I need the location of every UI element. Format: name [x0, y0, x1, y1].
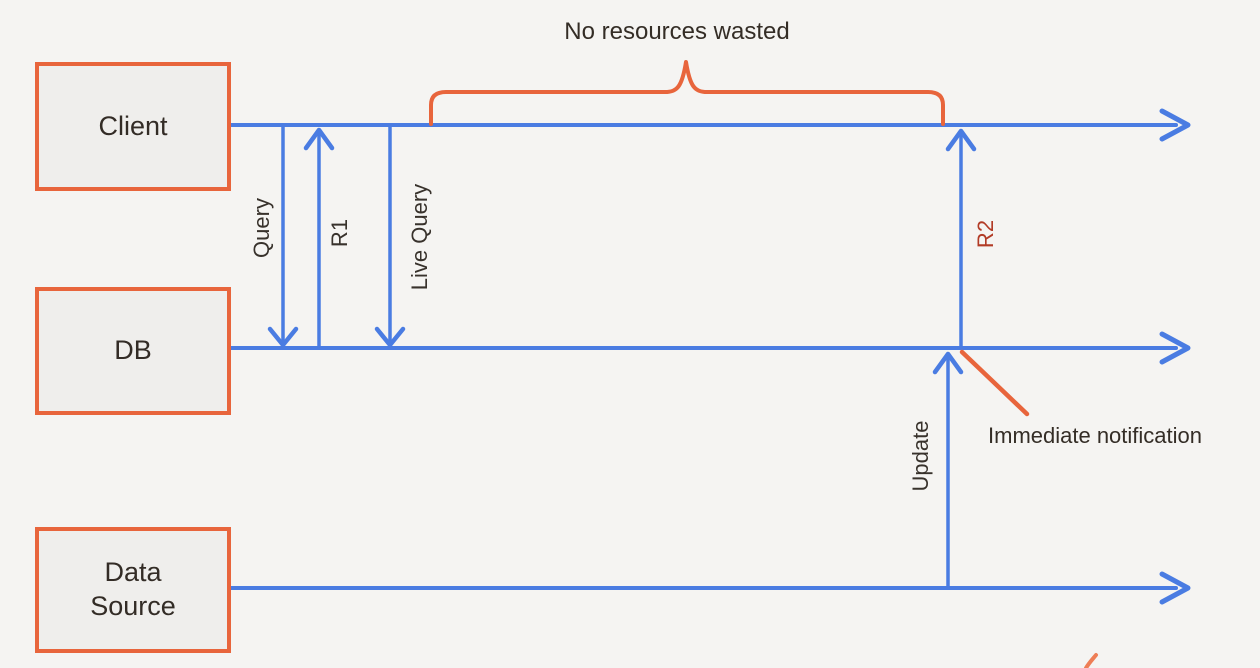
- no-resources-brace: [429, 60, 945, 126]
- client-timeline-arrowhead-icon: [1159, 108, 1191, 142]
- query-arrowhead-icon: [267, 326, 299, 348]
- r1-arrowhead-icon: [303, 127, 335, 151]
- live-query-arrow-label: Live Query: [407, 183, 432, 291]
- data-source-box-label: Data Source: [90, 557, 176, 621]
- db-timeline: [229, 331, 1191, 365]
- data-source-timeline-arrowhead-icon: [1159, 571, 1191, 605]
- no-resources-wasted-label: No resources wasted: [564, 18, 790, 45]
- corner-squiggle: [1084, 653, 1098, 668]
- live-query-arrowhead-icon: [374, 326, 406, 348]
- client-box-label: Client: [98, 110, 168, 141]
- update-arrow: [932, 351, 964, 588]
- r1-arrow: [303, 127, 335, 348]
- live-query-arrow: [374, 125, 406, 348]
- r2-arrowhead-icon: [945, 128, 977, 152]
- update-arrowhead-icon: [932, 351, 964, 375]
- update-arrow-label: Update: [908, 420, 933, 492]
- r2-arrow-label: R2: [973, 219, 998, 249]
- client-box: Client: [35, 62, 231, 191]
- client-timeline: [229, 108, 1191, 142]
- r2-arrow: [945, 128, 977, 349]
- db-timeline-arrowhead-icon: [1159, 331, 1191, 365]
- data-source-box: Data Source: [35, 527, 231, 653]
- query-arrow-label: Query: [249, 198, 274, 258]
- db-box: DB: [35, 287, 231, 415]
- r1-arrow-label: R1: [327, 218, 352, 248]
- data-source-timeline: [229, 571, 1191, 605]
- query-arrow: [267, 125, 299, 348]
- db-box-label: DB: [114, 335, 152, 366]
- immediate-notification-label: Immediate notification: [988, 423, 1202, 448]
- notification-pointer-line: [959, 349, 1030, 417]
